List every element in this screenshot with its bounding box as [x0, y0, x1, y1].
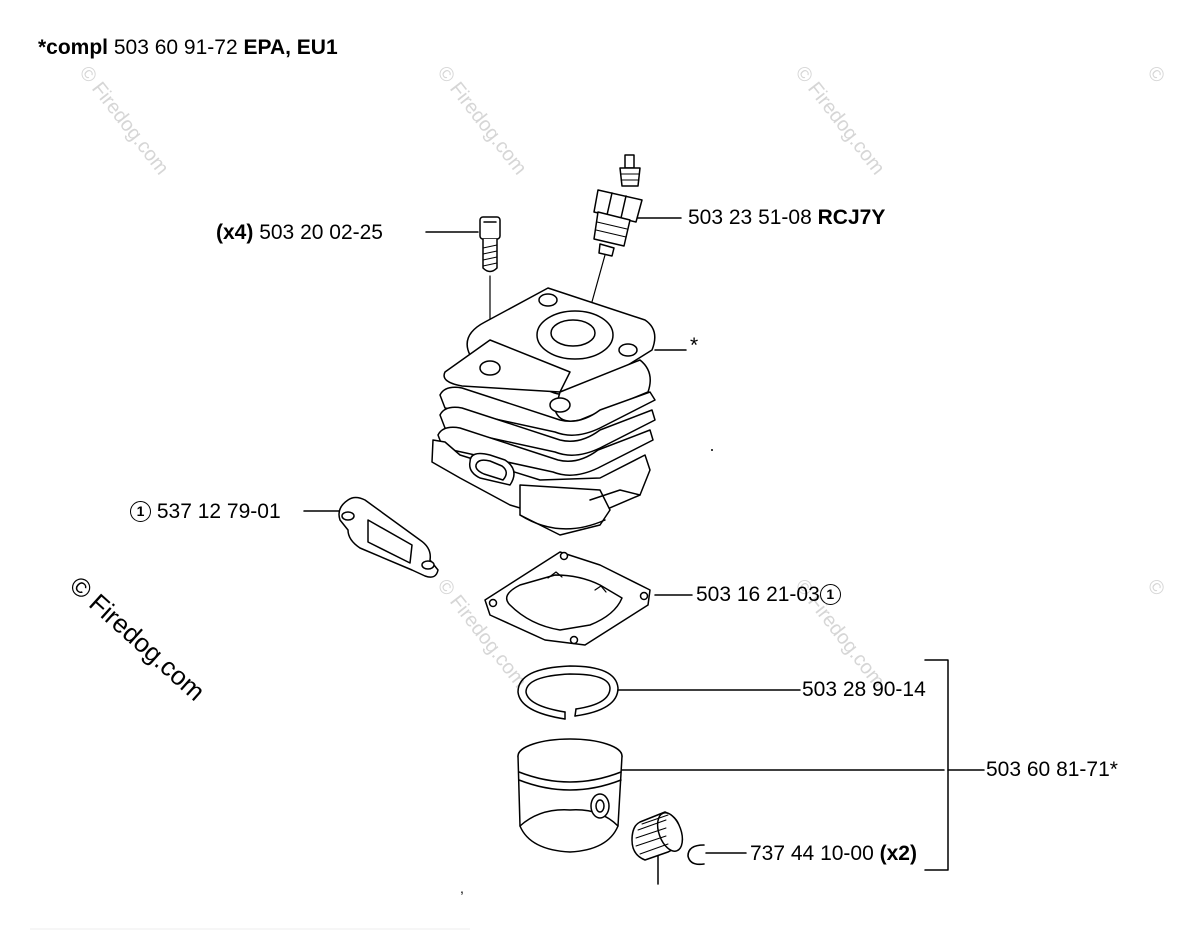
base-gasket-part [484, 551, 651, 646]
circlip-part [687, 844, 705, 866]
screw-qty: (x4) [216, 221, 254, 244]
screw-part [479, 216, 501, 376]
bracket-piston-kit [924, 659, 949, 871]
intake-gasket-part [338, 496, 439, 578]
stray-mark: , [460, 880, 464, 896]
needle-bearing-part [631, 811, 684, 861]
spark-plug-part-number: 503 23 51-08 [688, 206, 812, 229]
piston-part [517, 738, 623, 853]
callout-intake-gasket: 1 537 12 79-01 [130, 500, 281, 524]
title-suffix: EPA, EU1 [243, 36, 338, 59]
spark-plug-type: RCJ7Y [817, 206, 886, 229]
intake-gasket-part-number: 537 12 79-01 [156, 500, 281, 523]
title-prefix: *compl [38, 36, 109, 59]
callout-piston-ring: 503 28 90-14 [802, 678, 926, 701]
callout-cylinder: * [690, 334, 699, 357]
piston-ring-part [517, 665, 619, 720]
callout-circlip: 737 44 10-00 (x2) [750, 842, 917, 866]
cylinder-part [431, 287, 656, 536]
circlip-qty: (x2) [879, 842, 917, 865]
screw-part-number: 503 20 02-25 [259, 221, 383, 244]
circlip-part-number: 737 44 10-00 [750, 842, 874, 865]
ref-circle: 1 [819, 584, 841, 605]
ref-circle: 1 [130, 501, 151, 522]
assembly-title: *compl 503 60 91-72 EPA, EU1 [38, 36, 338, 60]
callout-piston-kit: 503 60 81-71* [986, 758, 1118, 781]
title-part-number: 503 60 91-72 [113, 36, 238, 59]
base-gasket-part-number: 503 16 21-03 [696, 583, 820, 606]
spark-plug-part [579, 154, 643, 346]
callout-screw: (x4) 503 20 02-25 [216, 221, 383, 245]
callout-spark-plug: 503 23 51-08 RCJ7Y [688, 206, 885, 230]
